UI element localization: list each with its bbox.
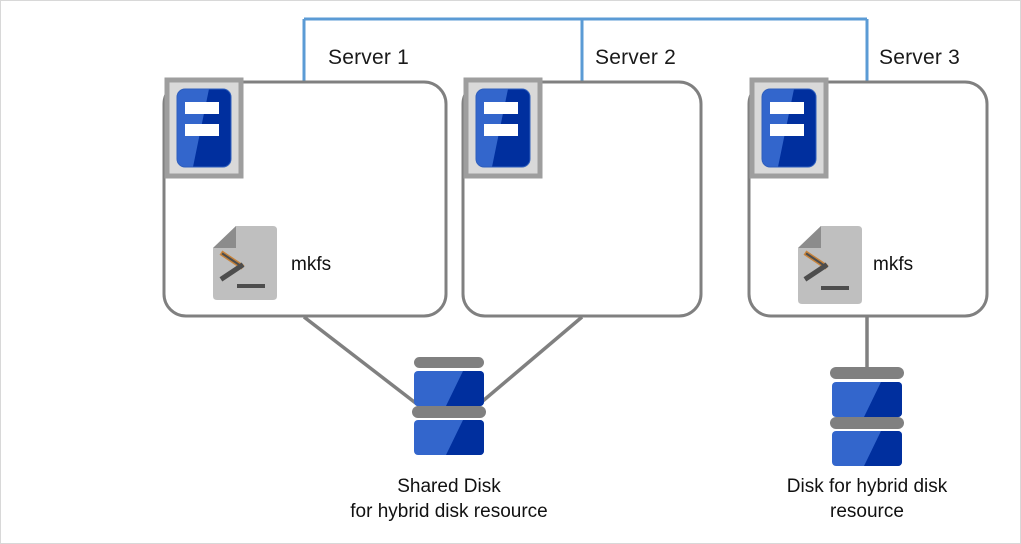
server-1-label: Server 1 — [328, 46, 409, 69]
server-3-label: Server 3 — [879, 46, 960, 69]
shared-disk-caption: Shared Disk for hybrid disk resource — [350, 476, 548, 522]
server-icon — [164, 77, 244, 179]
mkfs-script-icon — [213, 226, 277, 300]
server-icon — [749, 77, 829, 179]
disk-stack-icon — [412, 357, 486, 455]
mkfs-label-server-3: mkfs — [873, 254, 914, 275]
mkfs-label-server-1: mkfs — [291, 254, 332, 275]
server-2-label: Server 2 — [595, 46, 676, 69]
disk-connectors — [302, 315, 869, 413]
mkfs-script-icon — [798, 226, 862, 304]
server-icon — [463, 77, 543, 179]
network-bracket — [302, 17, 869, 83]
disk-stack-icon — [830, 367, 904, 466]
local-disk-caption: Disk for hybrid disk resource — [786, 476, 948, 522]
